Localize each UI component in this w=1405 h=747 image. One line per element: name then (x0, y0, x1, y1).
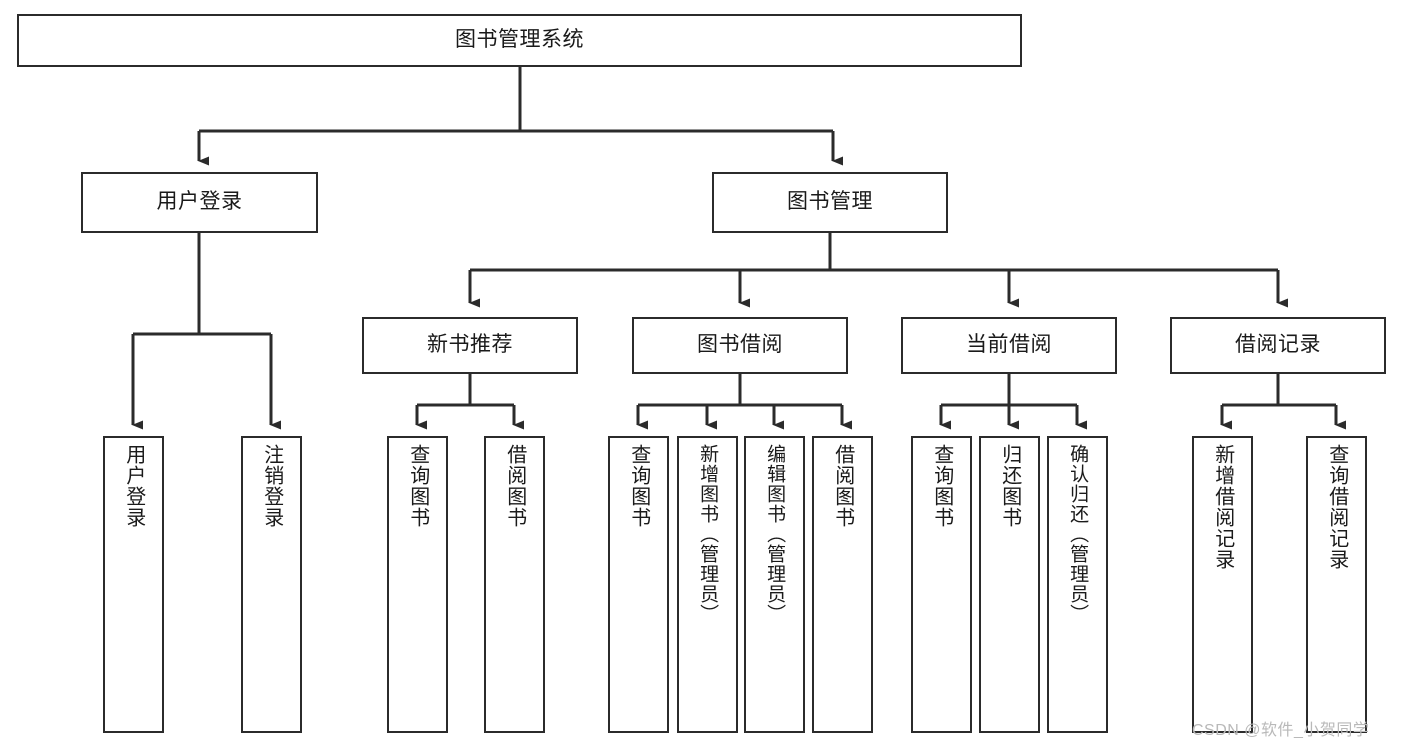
node-label: 借阅记录 (1235, 333, 1321, 357)
node-label: 图书管理系统 (455, 28, 584, 52)
node-label: 用户登录 (122, 444, 145, 528)
node-label: 查询借阅记录 (1325, 444, 1348, 570)
node-leaf-query-book-2[interactable]: 查询图书 (608, 436, 669, 733)
node-label: 借阅图书 (831, 444, 854, 528)
node-label: 查询图书 (406, 444, 429, 528)
node-label: 新书推荐 (427, 333, 513, 357)
node-leaf-borrow-book-2[interactable]: 借阅图书 (812, 436, 873, 733)
node-leaf-user-login[interactable]: 用户登录 (103, 436, 164, 733)
node-book-management-system[interactable]: 图书管理系统 (17, 14, 1022, 67)
node-label: 确认归还（管理员） (1067, 444, 1089, 624)
node-label: 查询图书 (627, 444, 650, 528)
node-label: 图书管理 (787, 190, 873, 214)
node-leaf-query-book-1[interactable]: 查询图书 (387, 436, 448, 733)
node-leaf-query-book-3[interactable]: 查询图书 (911, 436, 972, 733)
node-leaf-edit-book[interactable]: 编辑图书（管理员） (744, 436, 805, 733)
node-book-borrow[interactable]: 图书借阅 (632, 317, 848, 374)
node-leaf-query-record[interactable]: 查询借阅记录 (1306, 436, 1367, 733)
node-user-login[interactable]: 用户登录 (81, 172, 318, 233)
node-book-management[interactable]: 图书管理 (712, 172, 948, 233)
node-label: 新增借阅记录 (1211, 444, 1234, 570)
node-leaf-confirm-return[interactable]: 确认归还（管理员） (1047, 436, 1108, 733)
node-label: 注销登录 (260, 444, 283, 528)
node-label: 当前借阅 (966, 333, 1052, 357)
csdn-watermark: CSDN @软件_小贺同学 (1192, 722, 1370, 739)
node-current-borrow[interactable]: 当前借阅 (901, 317, 1117, 374)
node-leaf-borrow-book-1[interactable]: 借阅图书 (484, 436, 545, 733)
node-label: 归还图书 (998, 444, 1021, 528)
node-label: 图书借阅 (697, 333, 783, 357)
node-label: 新增图书（管理员） (697, 444, 719, 624)
node-label: 用户登录 (156, 190, 243, 214)
node-label: 查询图书 (930, 444, 953, 528)
node-label: 借阅图书 (503, 444, 526, 528)
node-borrow-record[interactable]: 借阅记录 (1170, 317, 1386, 374)
node-label: 编辑图书（管理员） (764, 444, 786, 624)
node-new-book-recommend[interactable]: 新书推荐 (362, 317, 578, 374)
node-leaf-add-book[interactable]: 新增图书（管理员） (677, 436, 738, 733)
node-leaf-logout-login[interactable]: 注销登录 (241, 436, 302, 733)
node-leaf-return-book[interactable]: 归还图书 (979, 436, 1040, 733)
node-leaf-add-record[interactable]: 新增借阅记录 (1192, 436, 1253, 733)
